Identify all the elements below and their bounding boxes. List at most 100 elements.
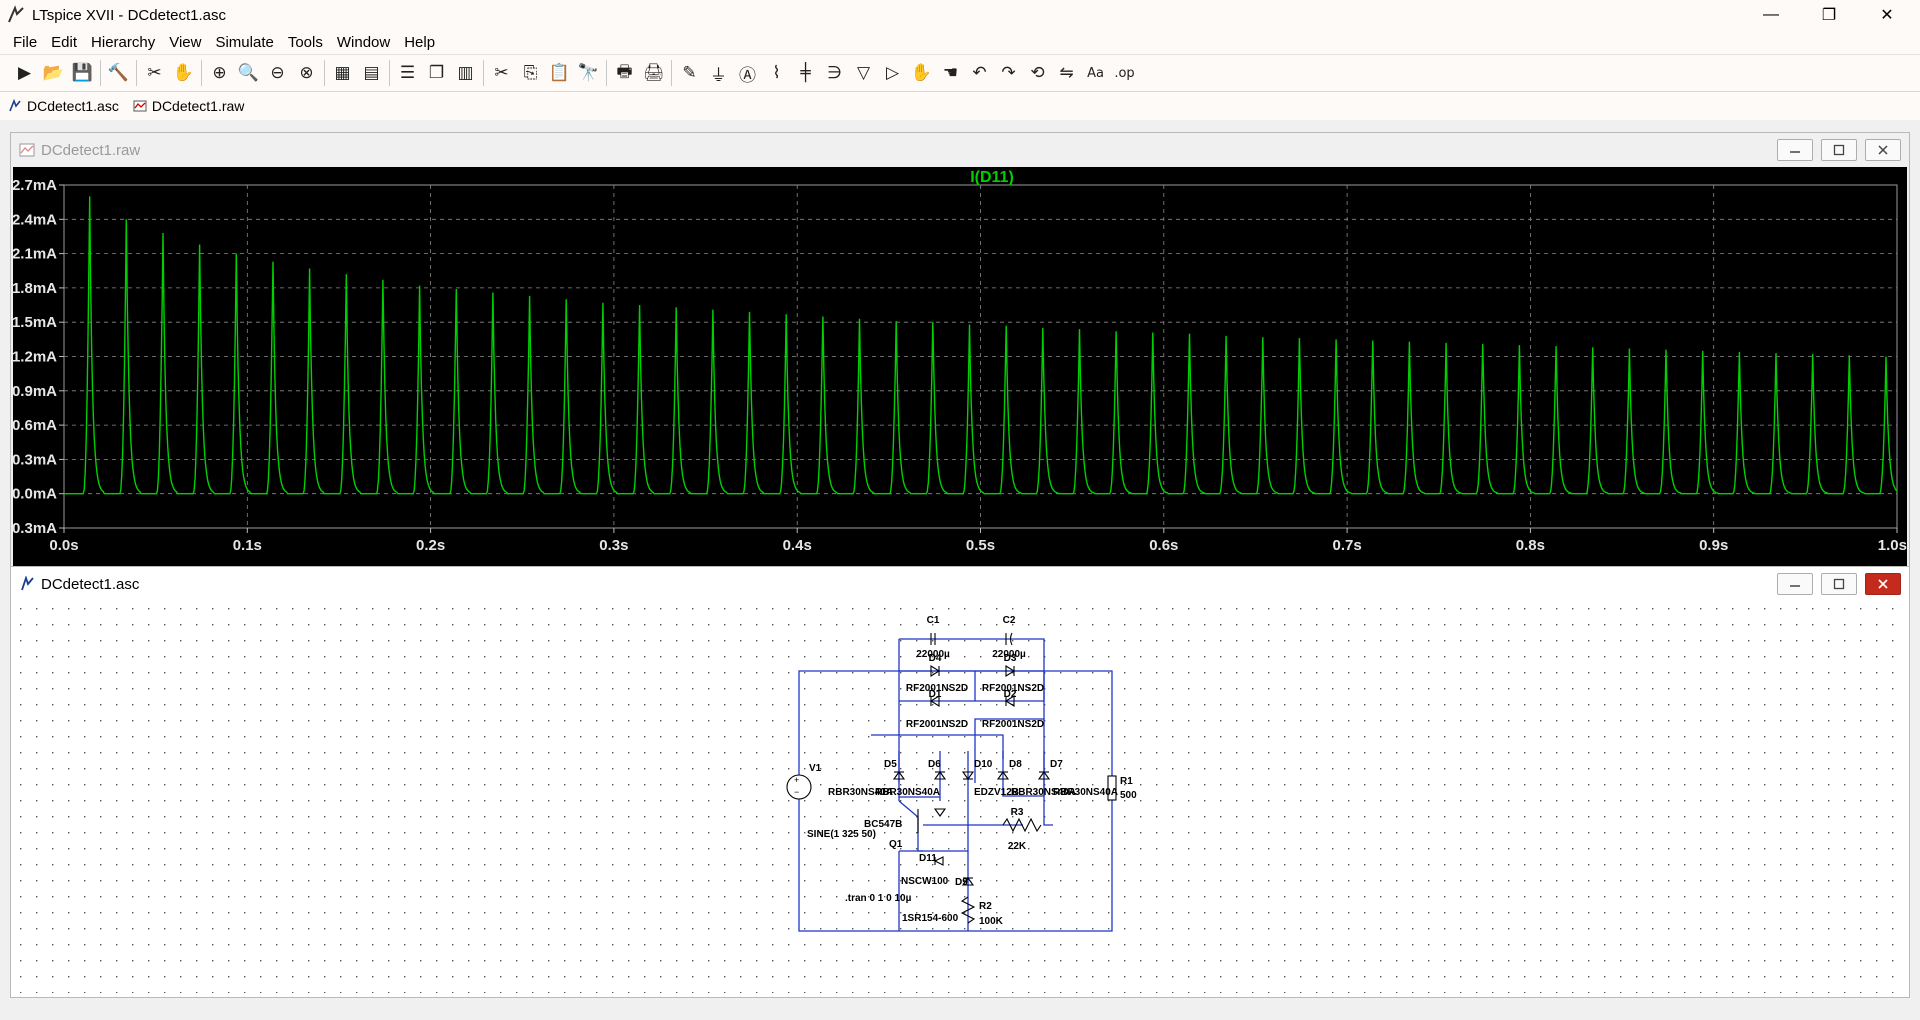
component-ref-d3[interactable]: D3 [1004,653,1017,664]
tile-vertical-button[interactable]: ▥ [451,58,480,88]
component-value-d2[interactable]: RF2001NS2D [982,719,1044,730]
find-button[interactable]: 🔭 [574,58,603,88]
component-button[interactable]: ▷ [878,58,907,88]
pan-hand-button[interactable]: ✋ [169,58,198,88]
waveform-close-button[interactable] [1865,139,1901,161]
component-ref-d1[interactable]: D1 [929,689,942,700]
schematic-maximize-button[interactable] [1821,573,1857,595]
x-tick-label[interactable]: 0.2s [416,537,445,554]
component-ref-d2[interactable]: D2 [1004,689,1017,700]
ground-button[interactable]: ⏚ [704,58,733,88]
component-value-v1[interactable]: SINE(1 325 50) [807,829,876,840]
move-button[interactable]: ✋ [907,58,936,88]
y-tick-label[interactable]: 2.1mA [12,246,57,263]
cut-button[interactable]: ✂ [487,58,516,88]
y-tick-label[interactable]: 1.2mA [12,349,57,366]
component-value-r3[interactable]: 22K [1008,841,1027,852]
menu-file[interactable]: File [13,33,38,51]
x-tick-label[interactable]: 0.5s [966,537,995,554]
copy-button[interactable]: ⎘ [516,58,545,88]
zoom-out-button[interactable]: ⊖ [263,58,292,88]
component-value-d5[interactable]: RBR30NS40A [828,787,893,798]
component-value-c2[interactable]: 22000µ [992,649,1026,660]
cascade-button[interactable]: ❐ [422,58,451,88]
redo-button[interactable]: ↷ [994,58,1023,88]
component-value-d11[interactable]: NSCW100 [901,876,949,887]
spice-directive[interactable]: .tran 0 1 0 10µ [845,893,912,904]
schematic-minimize-button[interactable] [1777,573,1813,595]
draw-wire-button[interactable]: ✎ [675,58,704,88]
component-ref-d7[interactable]: D7 [1050,759,1063,770]
y-tick-label[interactable]: 1.8mA [12,280,57,297]
x-tick-label[interactable]: 1.0s [1878,537,1907,554]
diode-button[interactable]: ▽ [849,58,878,88]
y-tick-label[interactable]: 2.7mA [12,177,57,194]
component-ref-d11[interactable]: D11 [919,853,937,864]
tile-horizontal-button[interactable]: ☰ [393,58,422,88]
waveform-maximize-button[interactable] [1821,139,1857,161]
component-value-d8[interactable]: RBR30NS40A [1011,787,1076,798]
menu-hierarchy[interactable]: Hierarchy [91,33,156,51]
component-ref-d10[interactable]: D10 [974,759,993,770]
x-tick-label[interactable]: 0.8s [1516,537,1545,554]
component-value-d4[interactable]: RF2001NS2D [906,683,968,694]
component-ref-d6[interactable]: D6 [928,759,941,770]
component-ref-r3[interactable]: R3 [1011,807,1024,818]
component-value-d1[interactable]: RF2001NS2D [906,719,968,730]
x-tick-label[interactable]: 0.3s [599,537,628,554]
close-button[interactable]: ✕ [1858,0,1916,30]
inductor-button[interactable]: ∋ [820,58,849,88]
print-setup-button[interactable]: 🖶 [610,58,639,88]
y-tick-label[interactable]: 1.5mA [12,314,57,331]
component-ref-r2[interactable]: R2 [979,901,992,912]
restore-button[interactable]: ❐ [1800,0,1858,30]
component-value-d3[interactable]: RF2001NS2D [982,683,1044,694]
grid-button[interactable]: ▤ [357,58,386,88]
menu-help[interactable]: Help [404,33,436,51]
rotate-button[interactable]: ⟲ [1023,58,1052,88]
open-button[interactable]: 📂 [39,58,68,88]
control-panel-button[interactable]: 🔨 [104,58,133,88]
x-tick-label[interactable]: 0.7s [1332,537,1361,554]
x-tick-label[interactable]: 0.6s [1149,537,1178,554]
zoom-in-button[interactable]: ⊕ [205,58,234,88]
x-tick-label[interactable]: 0.9s [1699,537,1728,554]
label-net-button[interactable]: Ⓐ [733,58,762,88]
x-tick-label[interactable]: 0.4s [783,537,812,554]
x-tick-label[interactable]: 0.1s [233,537,262,554]
print-button[interactable]: 🖨 [639,58,668,88]
waveform-window-titlebar[interactable]: DCdetect1.raw [11,133,1909,167]
tab-waveform[interactable]: DCdetect1.raw [133,98,244,114]
save-button[interactable]: 💾 [68,58,97,88]
component-ref-v1[interactable]: V1 [809,763,822,774]
component-value-d7[interactable]: RBR30NS40A [1053,787,1118,798]
component-ref-c1[interactable]: C1 [927,615,940,626]
drag-button[interactable]: ☚ [936,58,965,88]
spice-directive-button[interactable]: .op [1110,58,1139,88]
capacitor-button[interactable]: ╪ [791,58,820,88]
x-tick-label[interactable]: 0.0s [49,537,78,554]
component-value-c1[interactable]: 22000µ [916,649,950,660]
resistor-button[interactable]: ⌇ [762,58,791,88]
y-tick-label[interactable]: 0.3mA [12,451,57,468]
zoom-area-button[interactable]: 🔍 [234,58,263,88]
paste-button[interactable]: 📋 [545,58,574,88]
zoom-fit-button[interactable]: ⊗ [292,58,321,88]
menu-window[interactable]: Window [336,33,391,51]
component-ref-q1[interactable]: Q1 [889,839,903,850]
probe-button[interactable]: ✂ [140,58,169,88]
component-value-q1[interactable]: BC547B [864,819,902,830]
menu-view[interactable]: View [169,33,202,51]
component-ref-d9[interactable]: D9 [955,877,968,888]
menu-simulate[interactable]: Simulate [215,33,274,51]
y-tick-label[interactable]: 0.0mA [12,486,57,503]
schematic-close-button[interactable] [1865,573,1901,595]
component-ref-d5[interactable]: D5 [884,759,897,770]
y-tick-label[interactable]: -0.3mA [7,520,57,537]
menu-tools[interactable]: Tools [287,33,323,51]
y-tick-label[interactable]: 0.9mA [12,383,57,400]
text-button[interactable]: Aa [1081,58,1110,88]
component-value-r2[interactable]: 100K [979,916,1004,927]
